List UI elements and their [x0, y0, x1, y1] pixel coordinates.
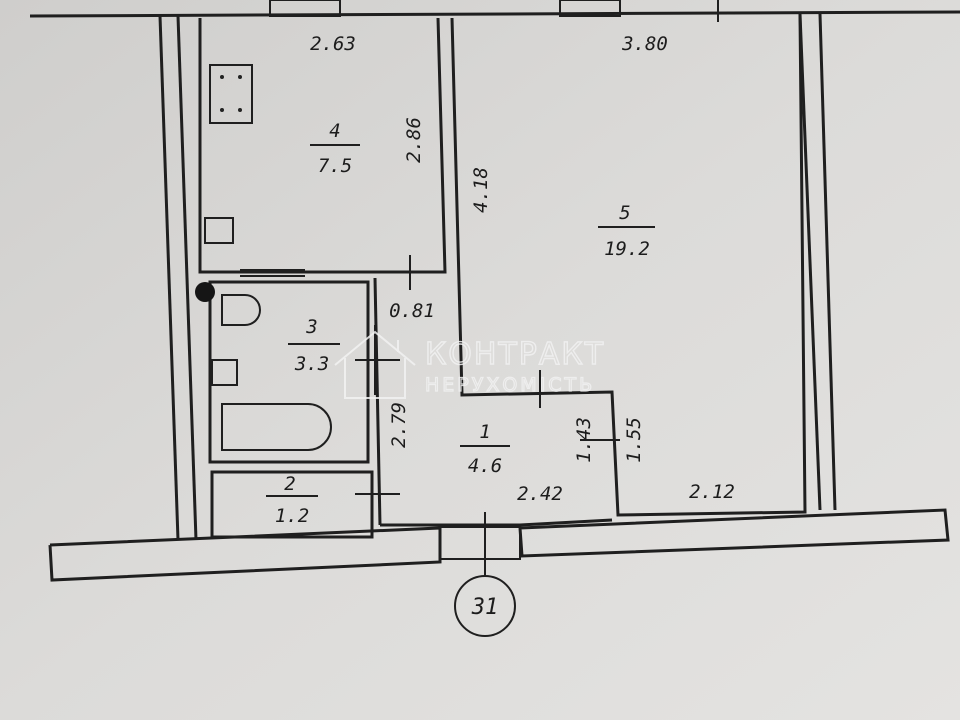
dimension-labels: 2.63 3.80 2.86 4.18 0.81 2.79 1.43 1.55 … — [310, 33, 735, 505]
dim-room-depth: 4.18 — [470, 167, 492, 213]
room-5-area: 19.2 — [604, 238, 650, 260]
room-1-area: 4.6 — [468, 455, 502, 477]
room-3-area: 3.3 — [294, 353, 329, 375]
bathtub-icon — [221, 403, 332, 451]
room-2-number: 2 — [284, 473, 295, 495]
room-5-number: 5 — [619, 202, 630, 224]
watermark: КОНТРАКТ НЕРУХОМІСТЬ — [334, 330, 605, 399]
walls — [29, 0, 960, 637]
dim-kitchen-depth: 2.86 — [403, 117, 425, 163]
room-4-number: 4 — [329, 120, 340, 142]
watermark-line1: КОНТРАКТ — [425, 337, 605, 372]
dim-passage: 0.81 — [389, 300, 435, 322]
room-2-area: 1.2 — [275, 505, 309, 527]
room-4-area: 7.5 — [318, 155, 352, 177]
dim-room-bottom: 2.12 — [689, 481, 735, 503]
dim-kitchen-width: 2.63 — [310, 33, 356, 55]
dim-hall-side: 1.43 — [573, 417, 595, 463]
dim-room-width: 3.80 — [621, 33, 668, 55]
dim-hall-width: 2.42 — [517, 483, 563, 505]
house-logo-icon — [334, 330, 416, 399]
apartment-marker — [454, 575, 516, 637]
dim-room-side: 1.55 — [623, 417, 645, 463]
riser-icon — [195, 282, 215, 302]
room-1-number: 1 — [479, 421, 490, 443]
room-labels: 4 7.5 5 19.2 3 3.3 2 1.2 1 4.6 31 — [266, 120, 655, 620]
watermark-line2: НЕРУХОМІСТЬ — [425, 374, 595, 396]
apartment-number: 31 — [471, 595, 499, 620]
room-3-number: 3 — [305, 316, 317, 338]
dim-bath-depth: 2.79 — [388, 402, 410, 448]
